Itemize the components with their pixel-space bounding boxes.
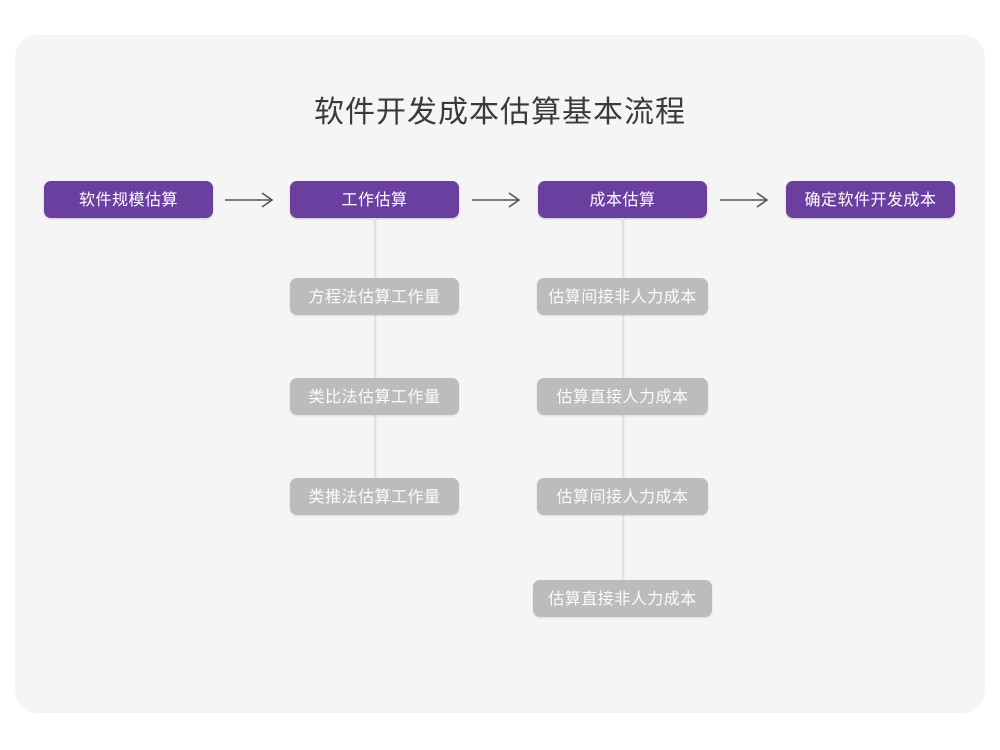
connector-line-work-branch — [374, 218, 376, 514]
diagram-card — [15, 35, 985, 713]
connector-line-cost-branch — [622, 218, 624, 616]
flow-step-software-scale-estimation[interactable]: 软件规模估算 — [44, 181, 213, 218]
page-title: 软件开发成本估算基本流程 — [314, 95, 686, 130]
flow-arrow-1-icon — [224, 190, 280, 210]
branch-cost-item-direct-nonlabor[interactable]: 估算直接非人力成本 — [533, 580, 712, 617]
branch-work-item-equation-method[interactable]: 方程法估算工作量 — [290, 278, 459, 315]
branch-work-item-analogy-method[interactable]: 类比法估算工作量 — [290, 378, 459, 415]
flow-step-determine-dev-cost[interactable]: 确定软件开发成本 — [786, 181, 955, 218]
flow-arrow-2-icon — [471, 190, 527, 210]
branch-work-item-inference-method[interactable]: 类推法估算工作量 — [290, 478, 459, 515]
branch-cost-item-indirect-nonlabor[interactable]: 估算间接非人力成本 — [537, 278, 708, 315]
branch-cost-item-indirect-labor[interactable]: 估算间接人力成本 — [537, 478, 708, 515]
flow-step-work-estimation[interactable]: 工作估算 — [290, 181, 459, 218]
flow-arrow-3-icon — [719, 190, 775, 210]
flow-step-cost-estimation[interactable]: 成本估算 — [538, 181, 707, 218]
branch-cost-item-direct-labor[interactable]: 估算直接人力成本 — [537, 378, 708, 415]
